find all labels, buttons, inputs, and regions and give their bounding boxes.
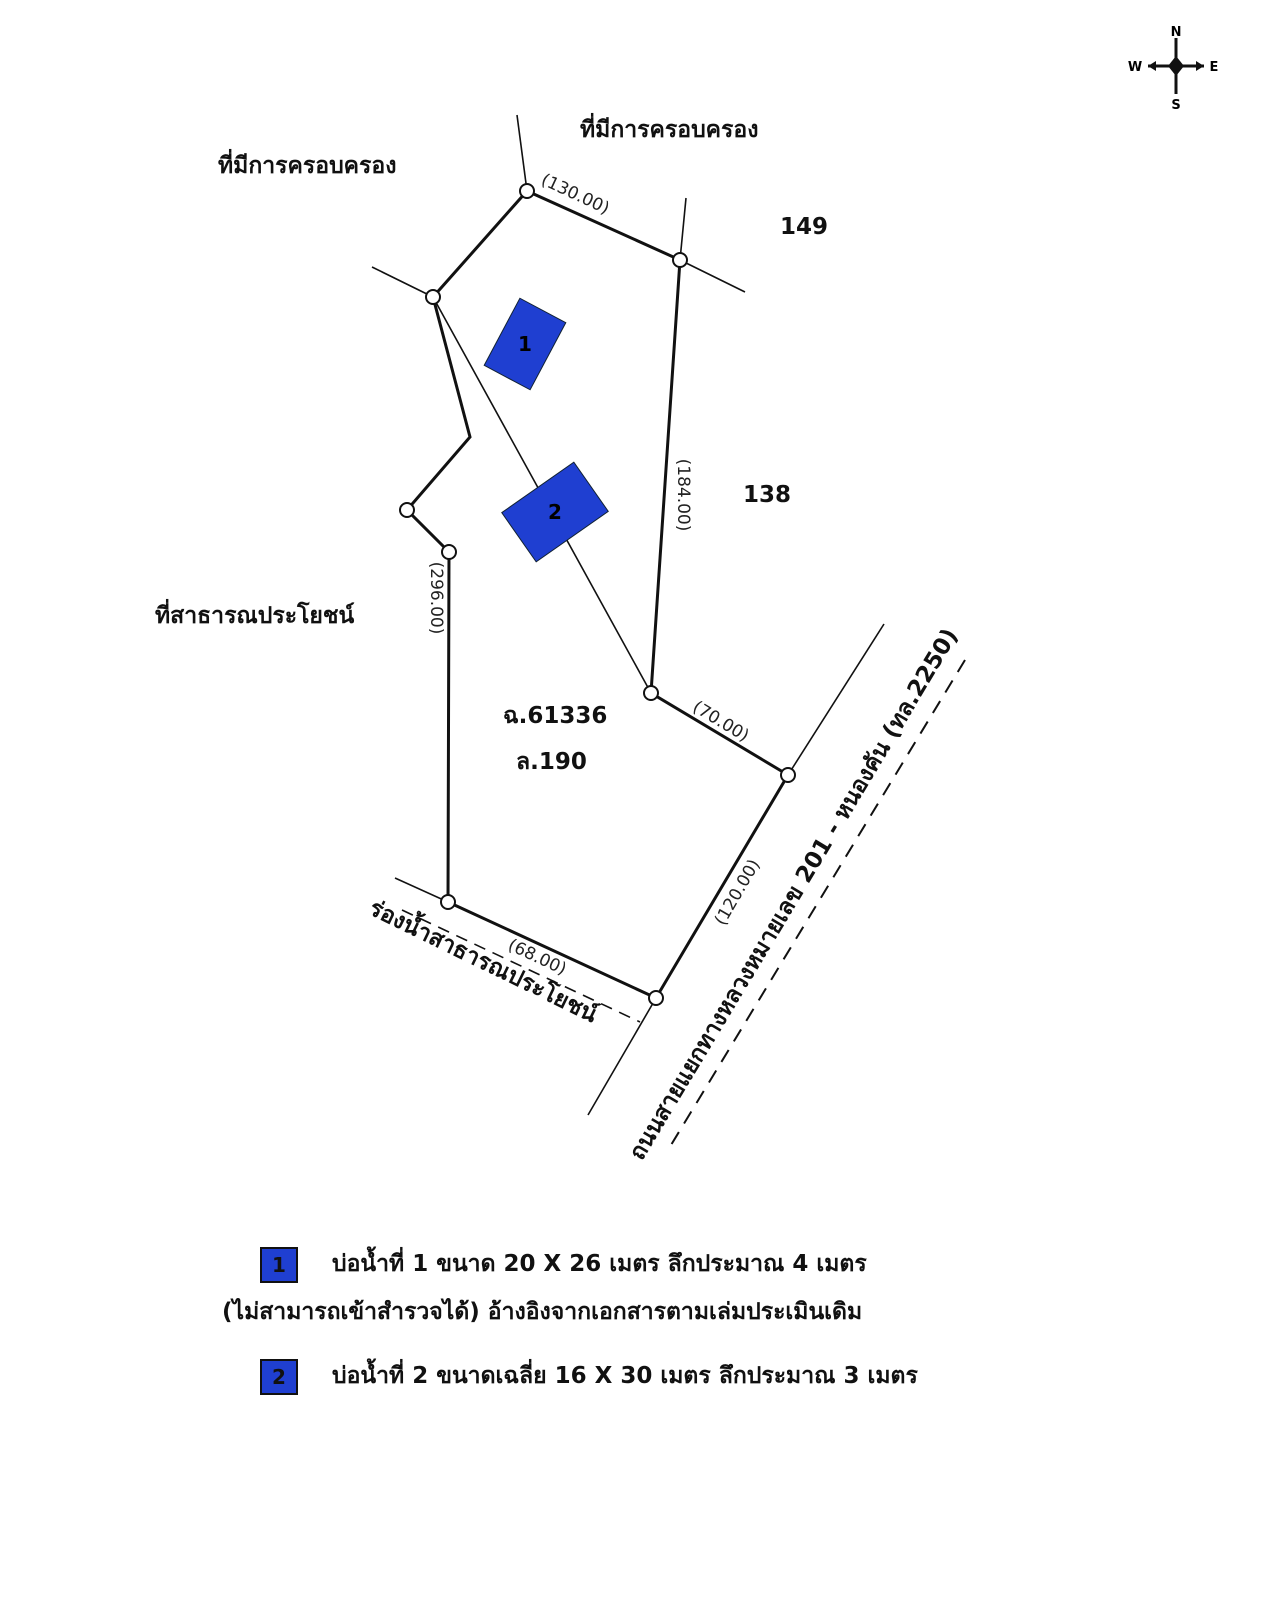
drain-dashed xyxy=(401,909,641,1023)
legend-pond-2-swatch: 2 xyxy=(260,1358,298,1395)
pond-2: 2 xyxy=(501,461,609,563)
compass-w: W xyxy=(1128,60,1142,75)
legend-item-1: 1 บ่อน้ำที่ 1 ขนาด 20 X 26 เมตร ลึกประมาณ… xyxy=(260,1246,867,1283)
compass-n: N xyxy=(1171,25,1182,40)
parcel-lot: ล.190 xyxy=(516,749,587,775)
legend-item-1-note: (ไม่สามารถเข้าสำรวจได้) อ้างอิงจากเอกสาร… xyxy=(222,1299,863,1325)
parcel-149: 149 xyxy=(780,214,828,240)
boundary-markers xyxy=(399,183,796,1006)
parcel-138: 138 xyxy=(743,482,791,508)
neighbor-northwest: ที่มีการครอบครอง xyxy=(218,148,396,179)
compass-icon: N S E W xyxy=(1128,25,1219,113)
legend-pond-1-swatch: 1 xyxy=(260,1246,298,1283)
dim-west: (296.00) xyxy=(426,562,446,635)
legend-item-2-text: บ่อน้ำที่ 2 ขนาดเฉลี่ย 16 X 30 เมตร ลึกป… xyxy=(332,1363,918,1389)
drain-label: ร่องน้ำสาธารณประโยชน์ xyxy=(365,891,604,1029)
road-label: ถนนสายแยกทางหลวงหมายเลข 201 - หนองคัน (ท… xyxy=(625,624,964,1164)
compass-e: E xyxy=(1210,60,1219,75)
neighbor-north: ที่มีการครอบครอง xyxy=(580,112,758,143)
svg-text:1: 1 xyxy=(518,332,532,356)
parcel-deed: ฉ.61336 xyxy=(503,703,607,729)
svg-text:2: 2 xyxy=(548,500,562,524)
legend-item-2: 2 บ่อน้ำที่ 2 ขนาดเฉลี่ย 16 X 30 เมตร ลึก… xyxy=(260,1358,918,1395)
neighbor-west: ที่สาธารณประโยชน์ xyxy=(155,598,355,629)
legend-item-1-text: บ่อน้ำที่ 1 ขนาด 20 X 26 เมตร ลึกประมาณ … xyxy=(332,1251,867,1277)
pond-1: 1 xyxy=(483,297,567,391)
compass-s: S xyxy=(1171,98,1180,113)
dim-east: (184.00) xyxy=(673,459,693,532)
